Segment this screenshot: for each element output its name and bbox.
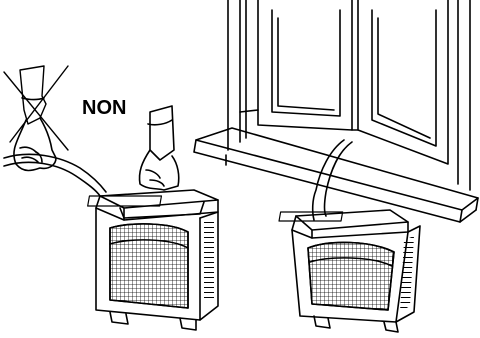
wrong-handling-scene: NON [4, 66, 218, 330]
ac-unit-right [279, 210, 420, 332]
cross-out-icon [4, 66, 68, 150]
correct-placement-scene [279, 140, 420, 332]
window [194, 0, 478, 222]
non-label: NON [82, 97, 126, 119]
ac-unit-left [88, 190, 218, 330]
